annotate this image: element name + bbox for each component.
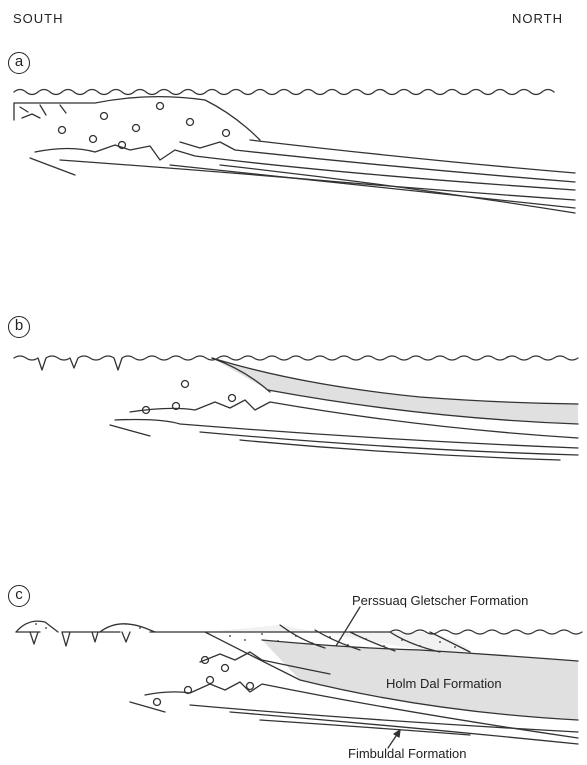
clinoform-a1	[35, 145, 575, 190]
perssuaq-gletscher-label: Perssuaq Gletscher Formation	[352, 593, 528, 608]
platform-margin-a	[14, 103, 66, 120]
panel-a	[14, 90, 575, 214]
clinoform-a4	[170, 165, 575, 208]
sea-surface-b	[14, 356, 578, 370]
clast-circles-a	[59, 103, 230, 149]
clinoform-b3	[110, 425, 150, 436]
karst-mounds-c	[16, 621, 155, 646]
perssuaq-leader-line	[336, 607, 360, 646]
holm-dal-label: Holm Dal Formation	[386, 676, 502, 691]
fimbuldal-label: Fimbuldal Formation	[348, 746, 467, 761]
clinoform-a5	[180, 142, 575, 182]
holm-dal-wedge-b	[212, 358, 578, 424]
sea-surface-a	[14, 90, 554, 95]
panel-b	[14, 356, 578, 460]
clast-circles-c	[154, 657, 254, 706]
clinoform-c6	[260, 720, 470, 735]
clinoform-b5	[240, 440, 560, 460]
fimbuldal-arrow-icon	[394, 730, 400, 737]
